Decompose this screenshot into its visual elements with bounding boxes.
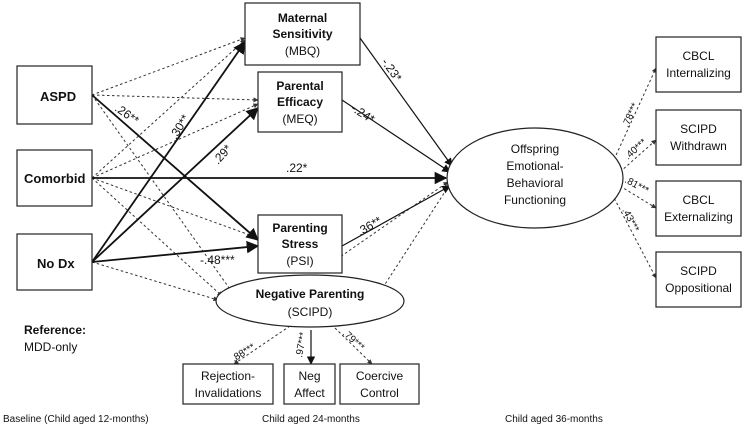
path-mbq-outcome	[359, 37, 453, 167]
scipd-opp-line1: SCIPD	[680, 264, 717, 278]
path-comorbid-mbq	[91, 39, 246, 179]
reference-label: Reference:	[24, 323, 86, 337]
coef-negaffect: .97***	[294, 331, 309, 358]
path-nodx-meq	[91, 107, 259, 263]
coef-psi-outcome: .36**	[355, 213, 385, 238]
indicator-negaffect: Neg Affect	[283, 363, 336, 405]
mbq-line3: (MBQ)	[285, 44, 320, 58]
scipd-with-line2: Withdrawn	[670, 139, 727, 153]
outcome-line4: Functioning	[504, 193, 566, 207]
outcome-line2: Emotional-	[506, 159, 563, 173]
reference-value: MDD-only	[24, 340, 77, 354]
cbcl-int-line1: CBCL	[682, 49, 714, 63]
meq-line3: (MEQ)	[282, 112, 317, 126]
timepoint-24: Child aged 24-months	[262, 414, 360, 425]
indicator-cbcl-externalizing: CBCL Externalizing	[655, 180, 742, 237]
mediator-meq: Parental Efficacy (MEQ)	[257, 71, 343, 133]
outcome-latent: Offspring Emotional- Behavioral Function…	[446, 127, 624, 229]
path-nodx-psi	[91, 240, 260, 263]
negaffect-line2: Affect	[294, 386, 325, 400]
path-comorbid-neg	[91, 177, 223, 297]
mediator-psi: Parenting Stress (PSI)	[257, 214, 343, 274]
path-psi-outcome	[341, 185, 451, 247]
coercive-line2: Control	[360, 386, 399, 400]
path-aspd-psi	[91, 94, 259, 241]
psi-line1: Parenting	[272, 221, 327, 235]
coef-rejection: .88***	[230, 342, 258, 365]
neg-line2: (SCIPD)	[288, 305, 333, 319]
psi-line3: (PSI)	[286, 254, 313, 268]
path-comorbid-meq	[91, 103, 259, 179]
path-aspd-mbq	[91, 37, 246, 96]
cbcl-ext-line1: CBCL	[682, 193, 714, 207]
path-nodx-neg	[91, 261, 219, 302]
outcome-line1: Offspring	[511, 142, 559, 156]
dotted-paths	[91, 37, 657, 365]
coef-nodx-psi: -.48***	[200, 253, 235, 267]
coef-cbcl-ext: .81***	[623, 175, 651, 197]
coef-nodx-mbq: .30**	[167, 112, 193, 142]
coef-coercive: .79***	[340, 328, 366, 353]
timepoint-36: Child aged 36-months	[505, 414, 603, 425]
coef-aspd-psi: .26**	[112, 101, 142, 128]
cbcl-int-line2: Internalizing	[666, 66, 731, 80]
path-neg-outcome-b	[379, 183, 451, 293]
scipd-opp-line2: Oppositional	[665, 281, 732, 295]
rejection-line2: Invalidations	[195, 386, 262, 400]
psi-line2: Stress	[282, 237, 319, 251]
path-aspd-meq	[91, 94, 259, 103]
coef-nodx-meq: .29*	[210, 142, 235, 167]
coef-comorbid-outcome: .22*	[286, 161, 308, 175]
coef-cbcl-int: .78***	[621, 101, 641, 129]
nodx-label: No Dx	[37, 256, 75, 271]
mediator-mbq: Maternal Sensitivity (MBQ)	[244, 2, 361, 66]
comorbid-label: Comorbid	[24, 171, 85, 186]
cbcl-ext-line2: Externalizing	[664, 210, 733, 224]
indicator-scipd-withdrawn: SCIPD Withdrawn	[655, 109, 742, 166]
timepoint-labels: Baseline (Child aged 12-months) Child ag…	[3, 414, 603, 425]
neg-line1: Negative Parenting	[256, 287, 365, 301]
timepoint-baseline: Baseline (Child aged 12-months)	[3, 414, 149, 425]
reference-note: Reference: MDD-only	[24, 323, 86, 354]
indicator-rejection: Rejection- Invalidations	[182, 363, 274, 405]
predictor-comorbid: Comorbid	[16, 149, 93, 207]
solid-paths	[91, 37, 453, 365]
path-outcome-cbcl-ext	[619, 185, 657, 209]
path-meq-outcome	[341, 99, 451, 173]
predictor-nodx: No Dx	[16, 233, 93, 291]
path-nodx-mbq	[91, 40, 246, 263]
path-neg-rejection	[233, 325, 291, 365]
negaffect-line1: Neg	[298, 369, 320, 383]
mbq-line1: Maternal	[278, 11, 327, 25]
coercive-line1: Coercive	[356, 369, 404, 383]
mediator-negative-parenting: Negative Parenting (SCIPD)	[215, 274, 405, 328]
coef-scipd-opp: .43***	[619, 206, 641, 234]
rejection-line1: Rejection-	[201, 369, 255, 383]
path-outcome-scipd-opp	[611, 193, 657, 279]
meq-line2: Efficacy	[277, 95, 323, 109]
path-aspd-neg	[91, 94, 233, 293]
mbq-line2: Sensitivity	[272, 27, 332, 41]
indicator-scipd-oppositional: SCIPD Oppositional	[655, 251, 742, 308]
path-neg-outcome-a	[303, 181, 449, 283]
path-comorbid-psi	[91, 177, 259, 239]
aspd-label: ASPD	[40, 89, 76, 104]
coef-meq-outcome: -.24*	[348, 101, 377, 127]
path-outcome-scipd-with	[619, 139, 657, 173]
predictor-aspd: ASPD	[16, 65, 93, 125]
meq-line1: Parental	[276, 79, 323, 93]
indicator-cbcl-internalizing: CBCL Internalizing	[655, 36, 742, 93]
path-neg-coercive	[334, 327, 373, 365]
indicator-coercive: Coercive Control	[339, 363, 420, 405]
outcome-line3: Behavioral	[507, 176, 564, 190]
scipd-with-line1: SCIPD	[680, 122, 717, 136]
